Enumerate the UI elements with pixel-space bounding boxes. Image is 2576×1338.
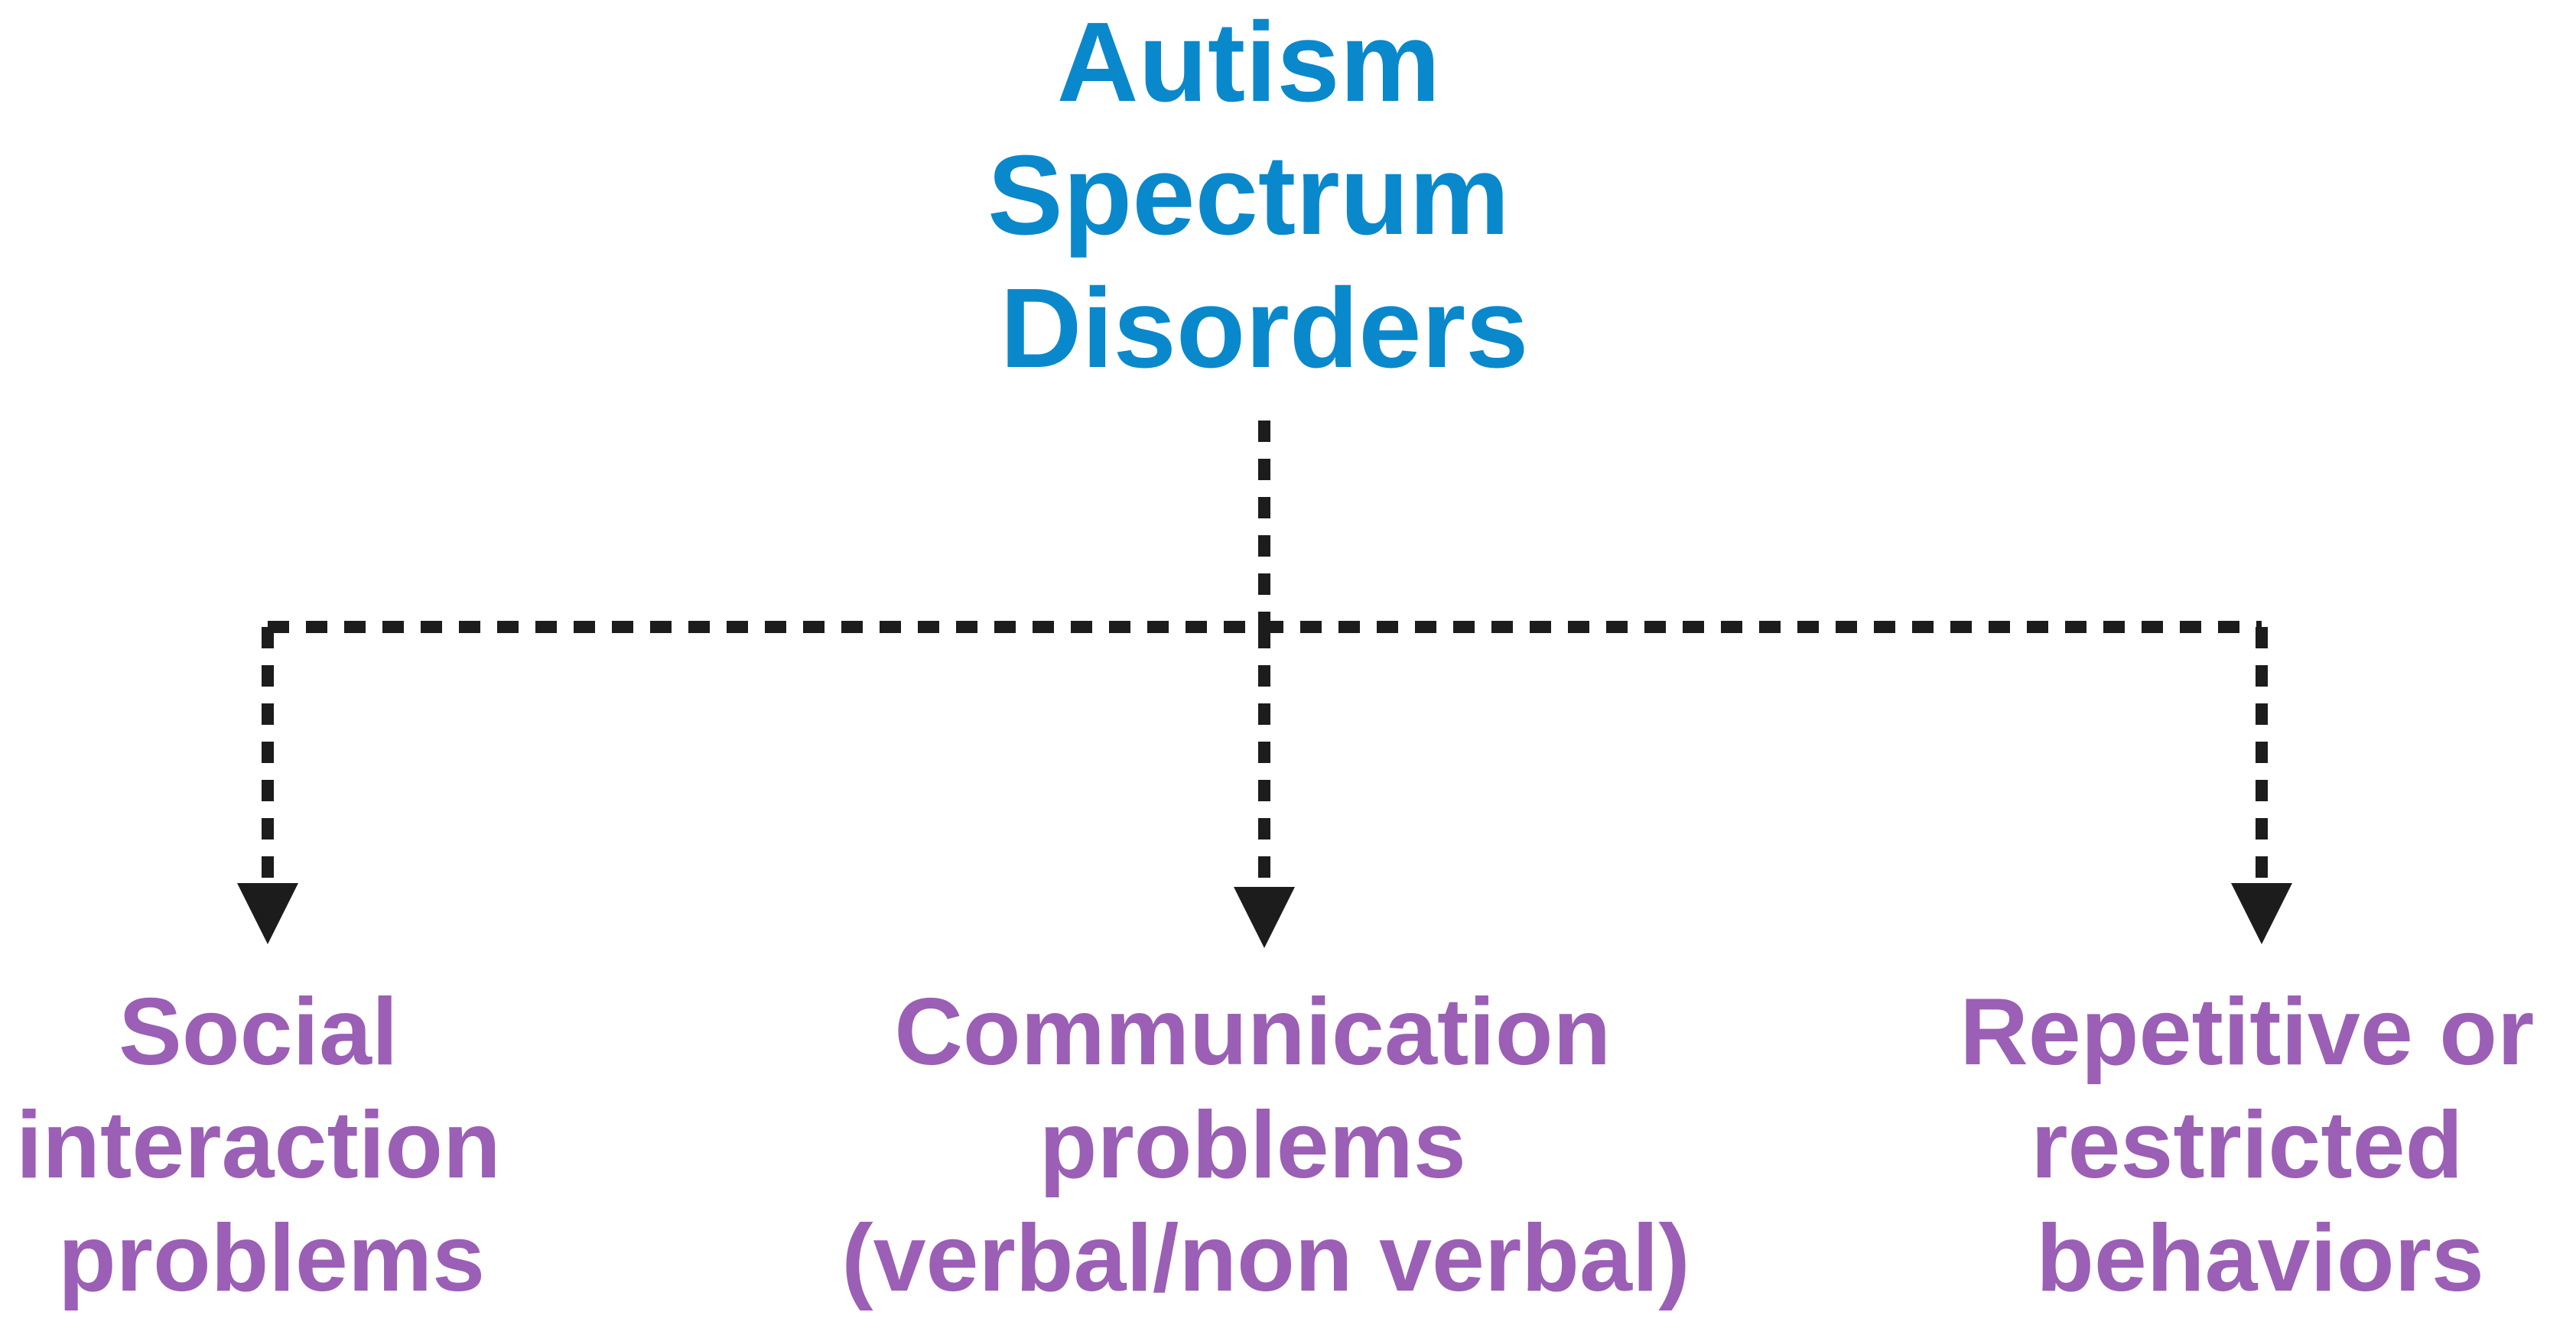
social-line-3: problems (58, 1206, 485, 1311)
communication-line-1: Communication (894, 979, 1611, 1085)
arrowhead-repetitive (2231, 883, 2292, 944)
child-node-social: Social interaction problems (16, 979, 527, 1311)
root-line-2: Spectrum (987, 132, 1510, 258)
root-node-label: Autism Spectrum Disorders (987, 0, 1541, 391)
root-line-3: Disorders (1000, 265, 1529, 391)
child-node-repetitive: Repetitive or restricted behaviors (1960, 979, 2561, 1311)
connectors (262, 421, 2268, 891)
repetitive-line-2: restricted (2031, 1093, 2463, 1198)
communication-line-3: (verbal/non verbal) (841, 1206, 1690, 1311)
repetitive-line-3: behaviors (2036, 1206, 2484, 1311)
social-line-1: Social (119, 979, 398, 1085)
arrowhead-communication (1234, 887, 1295, 948)
social-line-2: interaction (16, 1093, 501, 1198)
arrowhead-social (237, 883, 298, 944)
root-line-1: Autism (1057, 0, 1441, 125)
child-node-communication: Communication problems (verbal/non verba… (841, 979, 1690, 1311)
arrowheads (237, 883, 2292, 948)
communication-line-2: problems (1039, 1093, 1466, 1198)
repetitive-line-1: Repetitive or (1960, 979, 2534, 1085)
